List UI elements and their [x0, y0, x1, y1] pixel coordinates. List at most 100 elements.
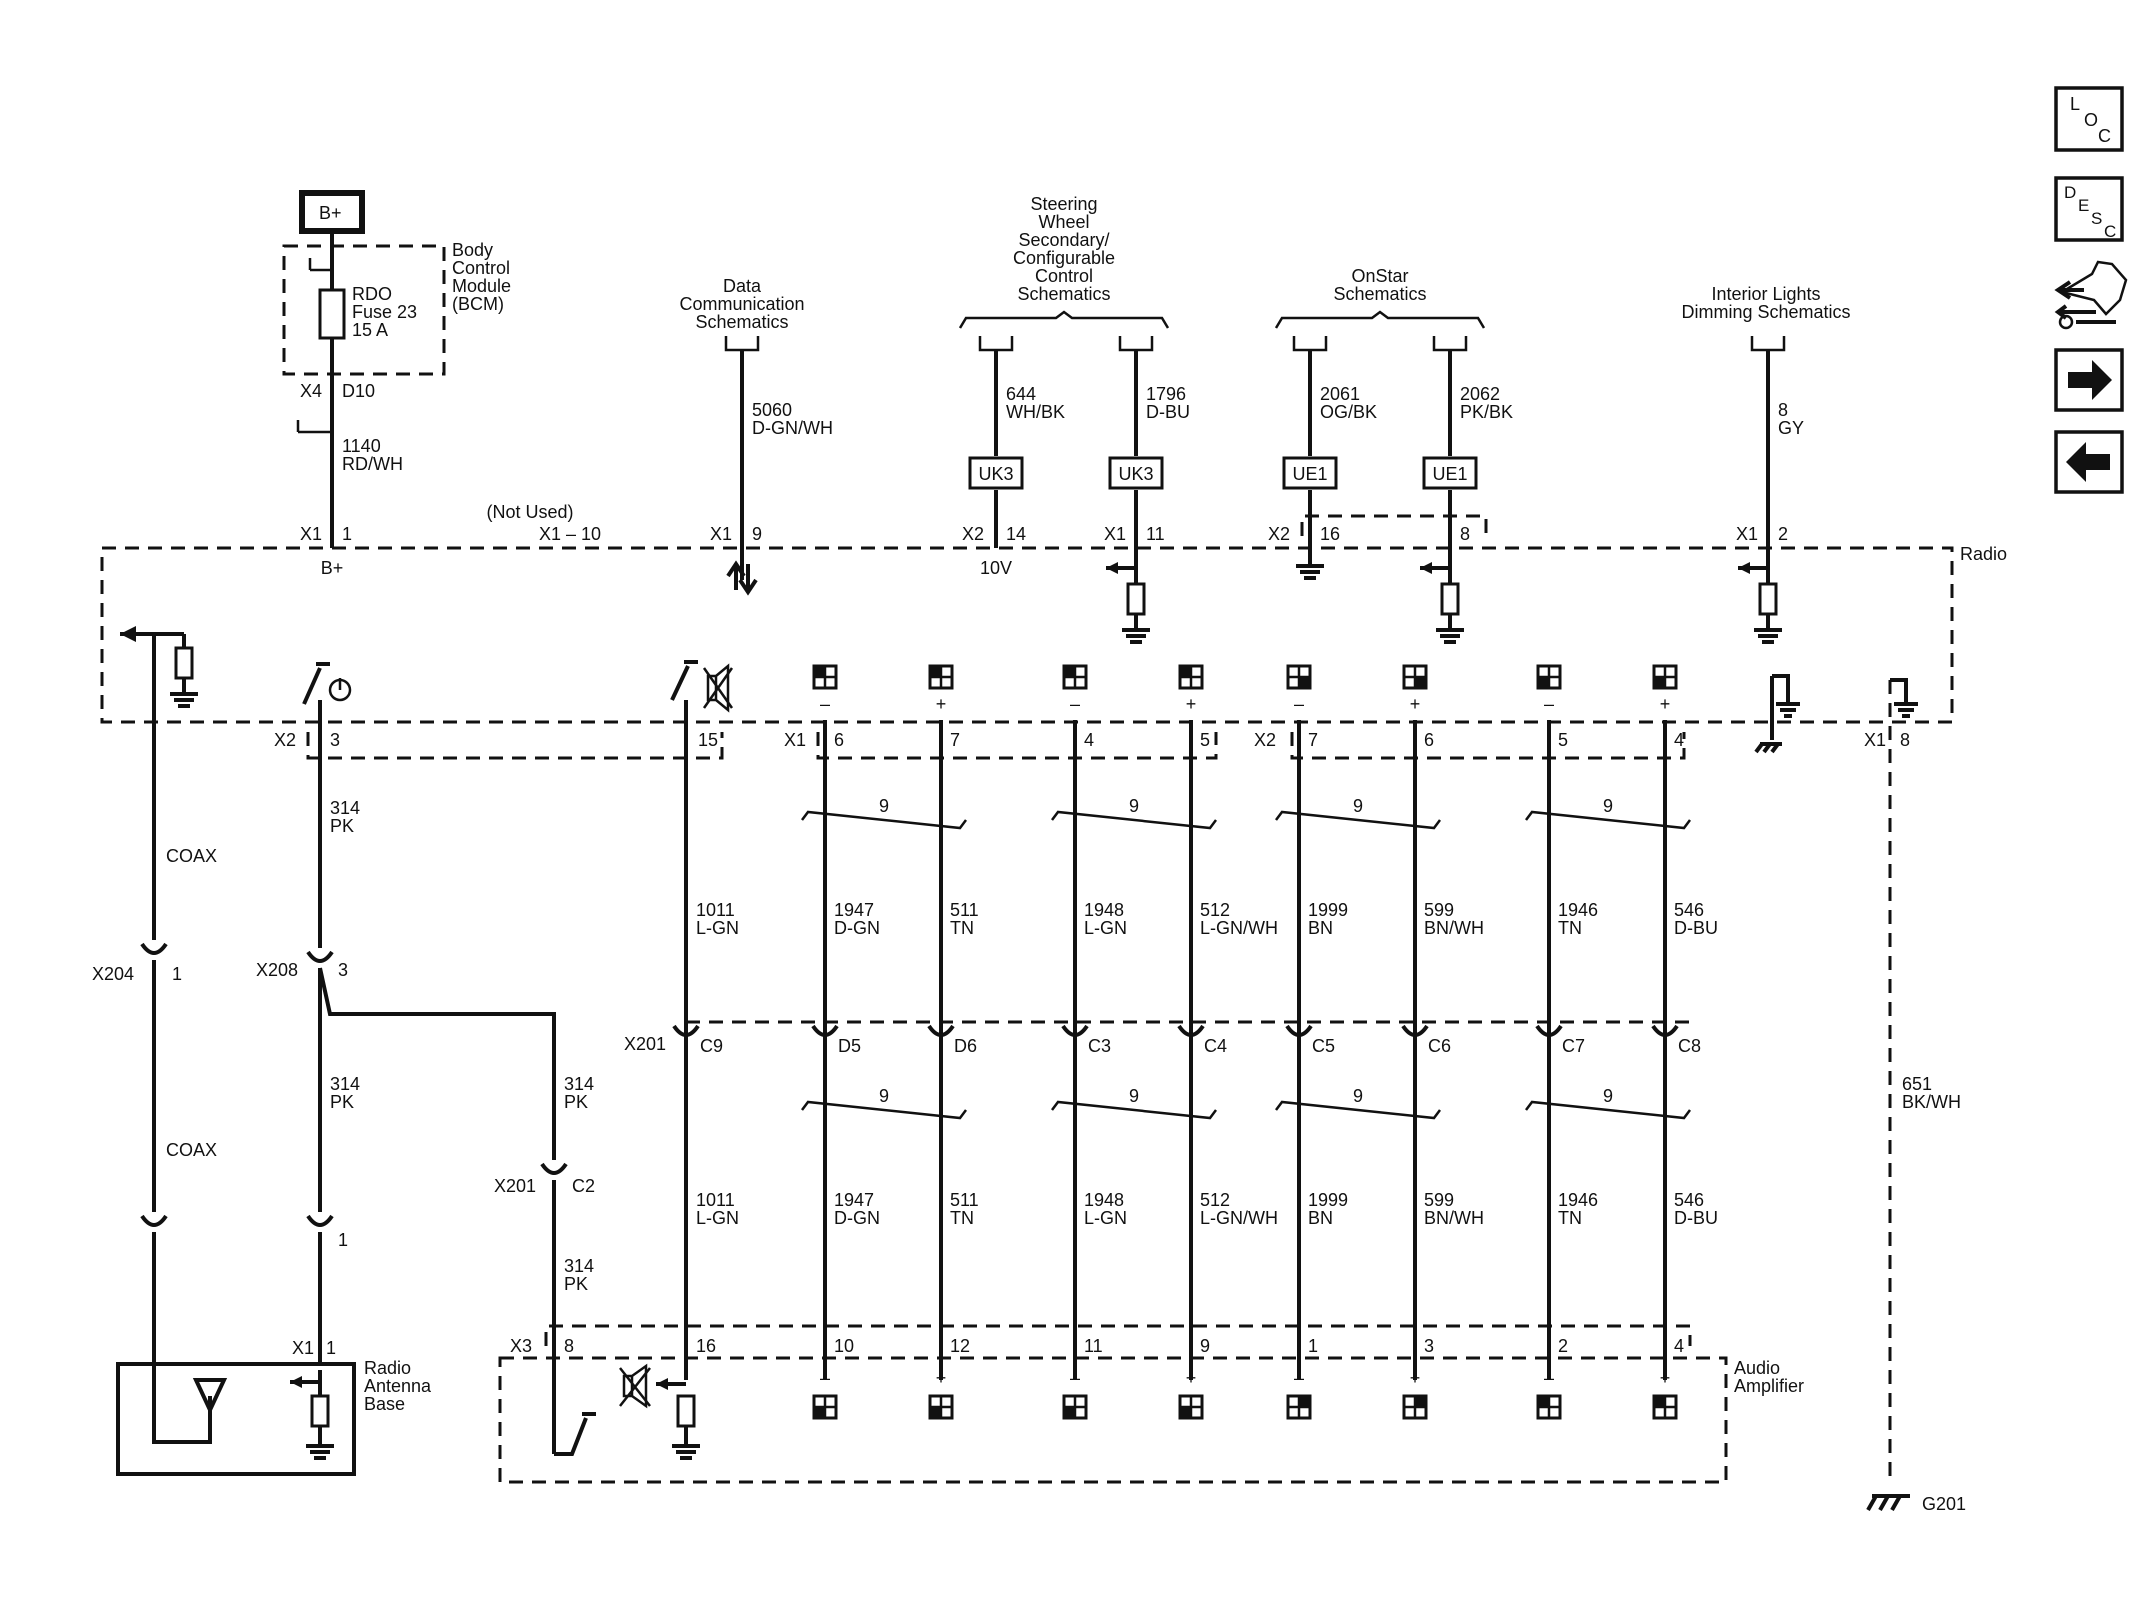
desc-button[interactable]: D E S C	[2054, 176, 2124, 242]
svg-text:9: 9	[1129, 1086, 1139, 1106]
svg-text:8: 8	[1778, 400, 1788, 420]
speaker-input-icon	[1652, 1394, 1678, 1420]
svg-text:10V: 10V	[980, 558, 1012, 578]
svg-text:5060: 5060	[752, 400, 792, 420]
antenna-base-resistor	[290, 1370, 334, 1460]
ref-connector-brackets	[724, 336, 1786, 352]
svg-text:L-GN: L-GN	[1084, 1208, 1127, 1228]
svg-text:+: +	[1186, 694, 1197, 714]
svg-text:1999: 1999	[1308, 1190, 1348, 1210]
ref-data-communication[interactable]: Data Communication Schematics	[679, 276, 804, 332]
svg-text:1: 1	[342, 524, 352, 544]
speaker-output-icon	[928, 664, 954, 690]
rdo-fuse: RDO Fuse 23 15 A	[308, 231, 417, 376]
svg-text:11: 11	[1146, 524, 1165, 544]
svg-text:546: 546	[1674, 1190, 1704, 1210]
svg-text:PK: PK	[564, 1092, 588, 1112]
connector-end-view-icon[interactable]	[2054, 260, 2128, 330]
loc-button[interactable]: L O C	[2054, 86, 2124, 152]
svg-text:1011: 1011	[696, 1190, 735, 1210]
svg-text:(BCM): (BCM)	[452, 294, 504, 314]
speaker-output-icon	[1536, 664, 1562, 690]
svg-text:D10: D10	[342, 381, 375, 401]
svg-text:GY: GY	[1778, 418, 1804, 438]
svg-text:D: D	[2064, 183, 2076, 202]
svg-text:Interior Lights: Interior Lights	[1711, 284, 1820, 304]
option-box-uk3-2: UK3	[1108, 456, 1164, 490]
svg-text:S: S	[2091, 209, 2102, 228]
amp-speaker-input-icons	[812, 1394, 1678, 1420]
svg-text:BN: BN	[1308, 918, 1333, 938]
svg-text:1140: 1140	[342, 436, 381, 456]
bcm-connector-x4: X4 D10 1140 RD/WH	[296, 376, 403, 548]
radio-ground-16	[1296, 564, 1324, 580]
svg-text:Schematics: Schematics	[1017, 284, 1110, 304]
battery-positive-source: B+	[299, 190, 365, 234]
svg-text:X1: X1	[710, 524, 732, 544]
svg-text:L-GN/WH: L-GN/WH	[1200, 1208, 1278, 1228]
svg-text:Radio: Radio	[364, 1358, 411, 1378]
svg-text:L-GN/WH: L-GN/WH	[1200, 918, 1278, 938]
svg-text:1948: 1948	[1084, 900, 1124, 920]
svg-text:RDO: RDO	[352, 284, 392, 304]
speaker-wires	[823, 720, 1667, 1380]
ref-steering-wheel-controls[interactable]: Steering Wheel Secondary/ Configurable C…	[958, 194, 1170, 329]
svg-text:3: 3	[1424, 1336, 1434, 1356]
top-circuit-wires	[740, 350, 1770, 594]
svg-text:X1: X1	[1864, 730, 1886, 750]
previous-arrow-button[interactable]	[2054, 430, 2124, 494]
svg-text:UE1: UE1	[1432, 464, 1467, 484]
svg-text:8: 8	[564, 1336, 574, 1356]
svg-text:651: 651	[1902, 1074, 1932, 1094]
svg-text:7: 7	[1308, 730, 1318, 750]
svg-text:9: 9	[1603, 1086, 1613, 1106]
svg-text:L: L	[2070, 94, 2080, 114]
svg-text:Audio: Audio	[1734, 1358, 1780, 1378]
svg-text:X2: X2	[1268, 524, 1290, 544]
svg-text:C3: C3	[1088, 1036, 1111, 1056]
svg-text:Fuse 23: Fuse 23	[352, 302, 417, 322]
svg-text:B+: B+	[319, 203, 342, 223]
radio-chassis-ground-icon	[1754, 674, 1800, 754]
next-arrow-button[interactable]	[2054, 348, 2124, 412]
svg-text:+: +	[1186, 1368, 1197, 1388]
svg-text:+: +	[936, 1368, 947, 1388]
svg-text:2062: 2062	[1460, 384, 1500, 404]
svg-text:Wheel: Wheel	[1038, 212, 1089, 232]
svg-text:7: 7	[950, 730, 960, 750]
svg-text:C4: C4	[1204, 1036, 1227, 1056]
svg-text:Secondary/: Secondary/	[1018, 230, 1109, 250]
svg-text:WH/BK: WH/BK	[1006, 402, 1065, 422]
svg-text:X1: X1	[784, 730, 806, 750]
svg-text:Radio: Radio	[1960, 544, 2007, 564]
svg-text:BK/WH: BK/WH	[1902, 1092, 1961, 1112]
svg-text:4: 4	[1674, 730, 1684, 750]
svg-text:X2: X2	[962, 524, 984, 544]
svg-text:2: 2	[1558, 1336, 1568, 1356]
svg-text:–: –	[1294, 1368, 1304, 1388]
svg-text:1: 1	[172, 964, 182, 984]
svg-text:Antenna: Antenna	[364, 1376, 432, 1396]
svg-text:8: 8	[1460, 524, 1470, 544]
amp-mute-input-icon	[619, 1363, 700, 1460]
speaker-output-icon	[1062, 664, 1088, 690]
speaker-input-icon	[812, 1394, 838, 1420]
svg-text:9: 9	[752, 524, 762, 544]
svg-text:9: 9	[1353, 1086, 1363, 1106]
svg-text:9: 9	[879, 1086, 889, 1106]
svg-text:8: 8	[1900, 730, 1910, 750]
svg-text:1947: 1947	[834, 900, 874, 920]
ref-onstar[interactable]: OnStar Schematics	[1274, 266, 1486, 329]
inline-connector-x201: X201 C9 D5 D6 C3 C4 C5 C6 C7 C8	[624, 1020, 1701, 1056]
svg-text:+: +	[1660, 694, 1671, 714]
radio-input-resistor-2	[1738, 562, 1782, 644]
svg-text:G201: G201	[1922, 1494, 1966, 1514]
svg-text:314: 314	[330, 1074, 360, 1094]
speaker-input-icon	[1178, 1394, 1204, 1420]
svg-text:512: 512	[1200, 900, 1230, 920]
svg-text:D-GN: D-GN	[834, 1208, 880, 1228]
svg-text:9: 9	[879, 796, 889, 816]
ref-interior-lights-dimming[interactable]: Interior Lights Dimming Schematics	[1681, 284, 1850, 322]
svg-text:D-GN: D-GN	[834, 918, 880, 938]
